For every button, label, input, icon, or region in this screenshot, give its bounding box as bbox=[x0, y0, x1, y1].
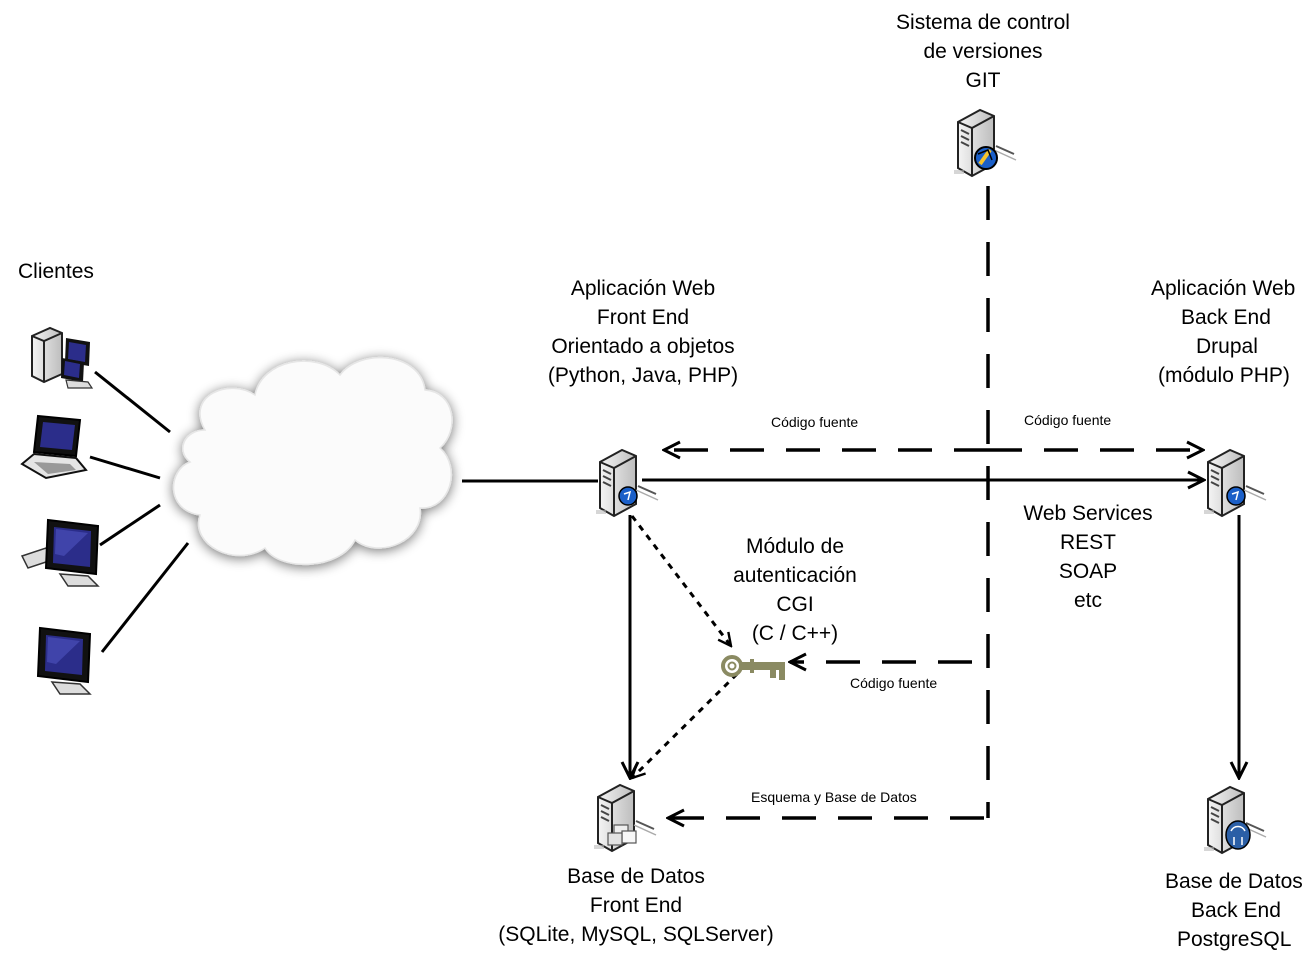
webservices-label: Web Services REST SOAP etc bbox=[1023, 502, 1153, 612]
db-back-label: Base de Datos Back End PostgreSQL bbox=[1165, 870, 1303, 951]
edge-label-schema-db: Esquema y Base de Datos bbox=[751, 789, 917, 805]
git-label-line1: Sistema de control bbox=[896, 11, 1070, 34]
git-label-line2: de versiones bbox=[923, 40, 1043, 63]
git-label: Sistema de control de versiones GIT bbox=[883, 8, 1083, 95]
client-desktop-icon bbox=[20, 519, 99, 587]
auth-label: Módulo de autenticación CGI (C / C++) bbox=[733, 535, 857, 645]
client-workstation-icon bbox=[31, 326, 94, 389]
clients-label: Clientes bbox=[18, 260, 94, 283]
auth-db-link bbox=[632, 672, 739, 778]
git-server-icon bbox=[953, 109, 1017, 177]
edge-label-code-auth: Código fuente bbox=[850, 675, 938, 691]
backend-server-icon bbox=[1203, 449, 1267, 517]
client-links bbox=[89, 370, 190, 653]
client-laptop-icon bbox=[20, 414, 88, 480]
frontend-label: Aplicación Web Front End Orientado a obj… bbox=[547, 277, 739, 387]
frontend-database-server-icon bbox=[593, 784, 657, 852]
backend-database-server-icon bbox=[1203, 786, 1267, 854]
git-label-line3: GIT bbox=[965, 69, 1001, 92]
key-icon bbox=[721, 655, 785, 680]
frontend-server-icon bbox=[595, 449, 659, 517]
internet-cloud bbox=[172, 356, 453, 566]
db-front-label: Base de Datos Front End (SQLite, MySQL, … bbox=[498, 865, 774, 946]
backend-label: Aplicación Web Back End Drupal (módulo P… bbox=[1151, 277, 1296, 387]
edge-label-code-back: Código fuente bbox=[1024, 412, 1112, 428]
edge-label-code-front: Código fuente bbox=[771, 414, 859, 430]
client-monitor-icon bbox=[37, 627, 91, 695]
frontend-auth-link bbox=[630, 515, 731, 646]
